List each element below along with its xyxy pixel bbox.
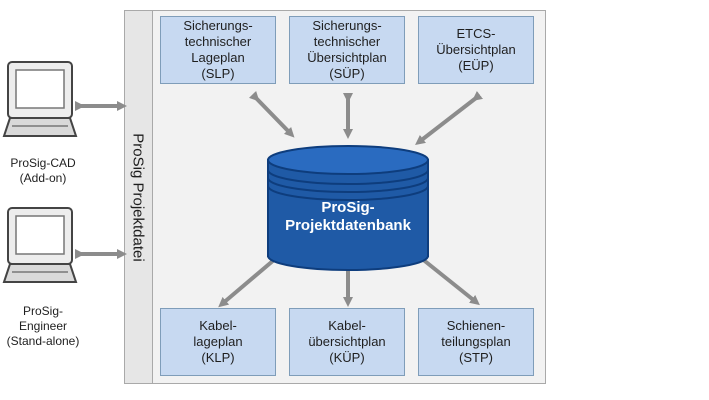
klp-db-arrow: [218, 246, 289, 308]
plan-box-euep: ETCS- Übersichtplan (EÜP): [418, 16, 534, 84]
computer-icon: [2, 61, 78, 137]
projektdatei-band: [124, 10, 153, 384]
plan-box-label: Kabel- übersichtplan (KÜP): [308, 318, 386, 365]
database-cylinder: [267, 145, 429, 271]
plan-box-label: Sicherungs- technischer Übersichtplan (S…: [307, 18, 387, 81]
plan-box-suep: Sicherungs- technischer Übersichtplan (S…: [289, 16, 405, 84]
client-label-engineer: ProSig- Engineer (Stand-alone): [6, 304, 80, 348]
plan-box-klp: Kabel- lageplan (KLP): [160, 308, 276, 376]
client-label-cad: ProSig-CAD (Add-on): [10, 156, 76, 185]
database-label: ProSig- Projektdatenbank: [285, 199, 411, 234]
computer-icon: [2, 207, 78, 283]
slp-db-arrow: [248, 90, 295, 138]
plan-box-label: Kabel- lageplan (KLP): [193, 318, 243, 365]
plan-box-label: Sicherungs- technischer Lageplan (SLP): [183, 18, 253, 81]
plan-box-slp: Sicherungs- technischer Lageplan (SLP): [160, 16, 276, 84]
plan-box-stp: Schienen- teilungsplan (STP): [418, 308, 534, 376]
plan-box-label: ETCS- Übersichtplan (EÜP): [436, 26, 516, 73]
plan-box-kuep: Kabel- übersichtplan (KÜP): [289, 308, 405, 376]
plan-box-label: Schienen- teilungsplan (STP): [441, 318, 511, 365]
euep-db-arrow: [415, 90, 484, 146]
stp-db-arrow: [408, 246, 480, 306]
